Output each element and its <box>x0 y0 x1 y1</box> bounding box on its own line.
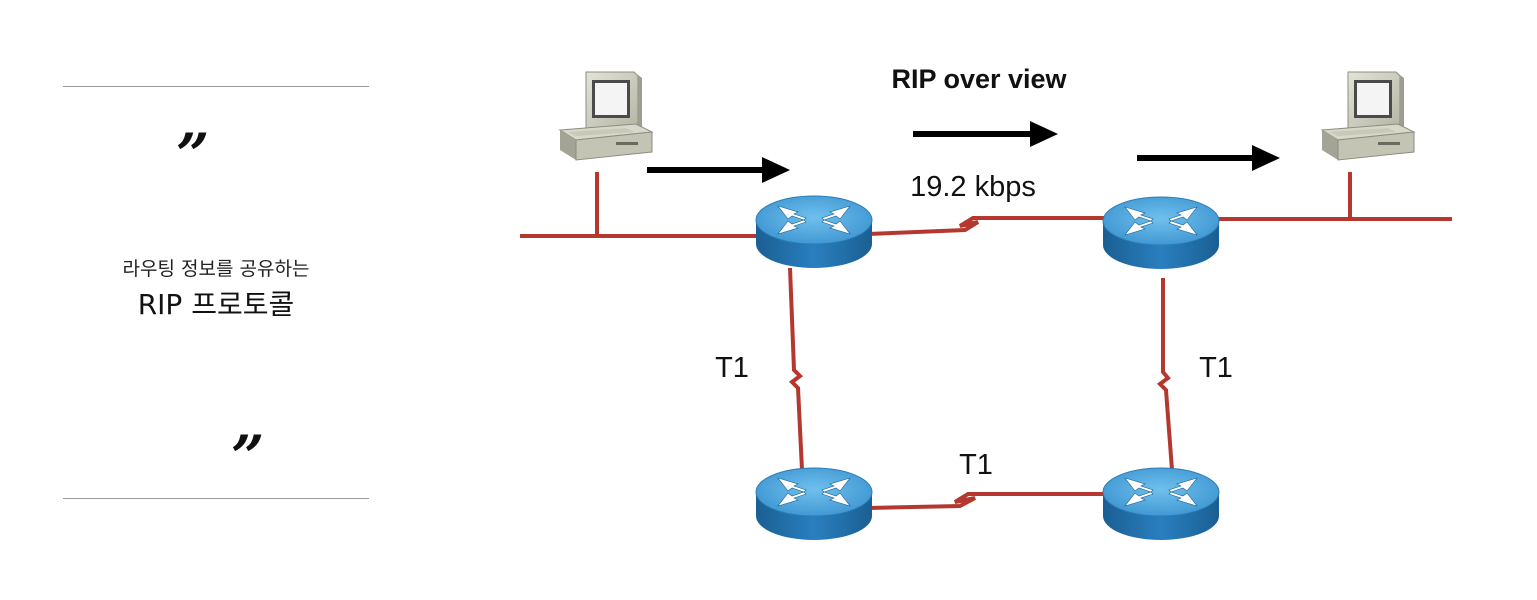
router-icon <box>755 195 873 269</box>
serial-link-icon <box>1156 278 1174 471</box>
t1-right-label: T1 <box>1199 352 1233 384</box>
diagram-heading: RIP over view <box>891 64 1067 94</box>
serial-link-icon <box>867 492 1108 510</box>
top-divider <box>63 86 369 87</box>
computer-icon <box>1321 71 1415 161</box>
quote-panel: ” 라우팅 정보를 공유하는 RIP 프로토콜 ” <box>0 0 440 600</box>
serial-link-icon <box>867 216 1108 236</box>
t1-left-label: T1 <box>715 352 749 384</box>
computer-icon <box>559 71 653 161</box>
t1-bottom-label: T1 <box>959 449 993 481</box>
router-icon <box>1102 196 1220 270</box>
arrow-right-icon <box>1137 145 1280 171</box>
wan-link-speed-label: 19.2 kbps <box>910 171 1036 203</box>
router-icon <box>1102 467 1220 541</box>
arrow-right-icon <box>647 157 790 183</box>
subtitle: 라우팅 정보를 공유하는 <box>122 258 310 280</box>
router-icon <box>755 467 873 541</box>
title: RIP 프로토콜 <box>137 288 295 321</box>
bottom-divider <box>63 498 369 499</box>
open-quote-mark: ” <box>176 121 210 189</box>
close-quote-mark: ” <box>231 423 265 491</box>
serial-link-icon <box>788 267 804 471</box>
arrow-right-icon <box>913 121 1058 147</box>
